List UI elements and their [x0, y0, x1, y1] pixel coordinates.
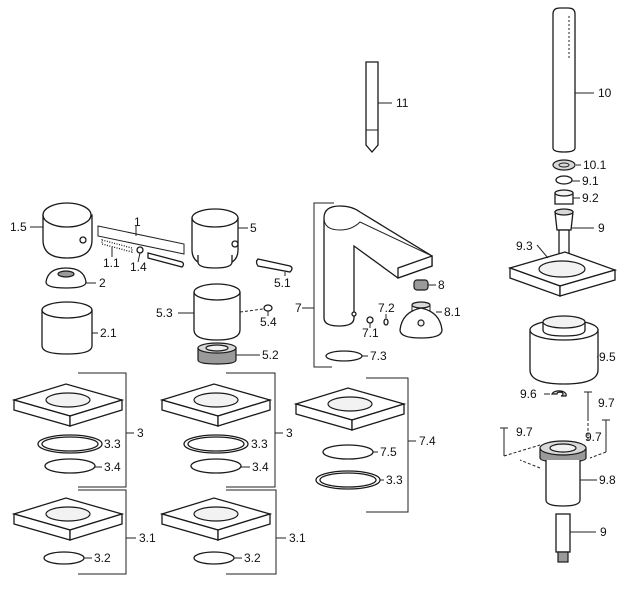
label-5-2: 5.2 [262, 348, 279, 362]
label-9-top: 9 [598, 221, 605, 235]
label-8: 8 [438, 278, 445, 292]
label-9-bottom: 9 [600, 525, 607, 539]
label-3-3-right: 3.3 [386, 473, 403, 487]
label-7: 7 [295, 301, 302, 315]
part-9-hose-lower [555, 513, 571, 563]
label-1-1: 1.1 [103, 256, 120, 270]
label-5-3: 5.3 [156, 306, 173, 320]
label-9-8: 9.8 [599, 473, 616, 487]
label-7-5: 7.5 [380, 445, 397, 459]
part-7-spout [323, 205, 433, 327]
part-8-1-aerator-housing [399, 301, 443, 339]
part-5-4-grub-screw [239, 304, 273, 313]
part-2-1-sleeve [41, 301, 93, 355]
label-7-3: 7.3 [370, 349, 387, 363]
label-9-5: 9.5 [599, 350, 616, 364]
label-3-4-left: 3.4 [104, 460, 121, 474]
part-8-aerator [413, 279, 429, 291]
part-9-hose-upper [554, 208, 574, 255]
label-1-4: 1.4 [130, 260, 147, 274]
label-9-7-right: 9.7 [585, 430, 602, 444]
part-10-hand-shower [552, 7, 594, 153]
label-2: 2 [99, 276, 106, 290]
label-5-1: 5.1 [274, 276, 291, 290]
label-7-4: 7.4 [419, 434, 436, 448]
group-7-4 [293, 377, 409, 513]
part-9-1-washer [555, 175, 573, 185]
label-2-1: 2.1 [100, 326, 117, 340]
label-9-7-top: 9.7 [598, 396, 615, 410]
part-9-5-adaptor [529, 315, 599, 385]
label-7-1: 7.1 [362, 326, 379, 340]
label-11: 11 [396, 96, 409, 110]
label-7-2: 7.2 [378, 301, 395, 315]
label-3-left: 3 [137, 426, 144, 440]
label-10: 10 [598, 86, 612, 100]
label-3-1-left: 3.1 [139, 531, 156, 545]
part-9-8-body [539, 440, 587, 507]
part-2-dome-cap [45, 267, 87, 289]
part-7-1-screw [366, 316, 374, 324]
label-3-2-left: 3.2 [94, 551, 111, 565]
label-5: 5 [250, 221, 257, 235]
label-9-2: 9.2 [582, 191, 599, 205]
part-5-2-nut [197, 342, 237, 365]
label-9-6: 9.6 [520, 387, 537, 401]
part-9-2-nut [554, 189, 574, 205]
part-9-7-screws [500, 391, 610, 469]
label-8-1: 8.1 [444, 305, 461, 319]
label-9-7-left: 9.7 [516, 425, 533, 439]
part-7-3-o-ring [325, 350, 363, 362]
part-5-handle [191, 208, 239, 269]
part-9-6-clip [551, 390, 567, 397]
part-5-1-pin [255, 258, 293, 273]
label-3-4-middle: 3.4 [252, 460, 269, 474]
group-3-1-middle [159, 489, 277, 575]
label-3-2-middle: 3.2 [244, 551, 261, 565]
label-3-3-left: 3.3 [104, 437, 121, 451]
label-3-3-middle: 3.3 [251, 437, 268, 451]
part-1-spindle-set [97, 225, 185, 268]
label-3-middle: 3 [286, 426, 293, 440]
part-10-1-filter [552, 159, 576, 171]
part-7-2-pin [383, 318, 389, 326]
label-9-3: 9.3 [516, 239, 533, 253]
group-3-middle [159, 372, 276, 488]
label-1-5: 1.5 [10, 220, 27, 234]
label-10-1: 10.1 [583, 158, 607, 172]
label-3-1-middle: 3.1 [289, 531, 306, 545]
group-3-left [11, 372, 127, 488]
label-9-1: 9.1 [582, 174, 599, 188]
part-1-5-handle [42, 202, 93, 259]
part-5-3-sleeve [193, 283, 241, 341]
part-11-rod [365, 61, 392, 153]
label-5-4: 5.4 [260, 315, 277, 329]
part-9-3-square-plate [507, 251, 618, 297]
label-1: 1 [134, 215, 141, 229]
